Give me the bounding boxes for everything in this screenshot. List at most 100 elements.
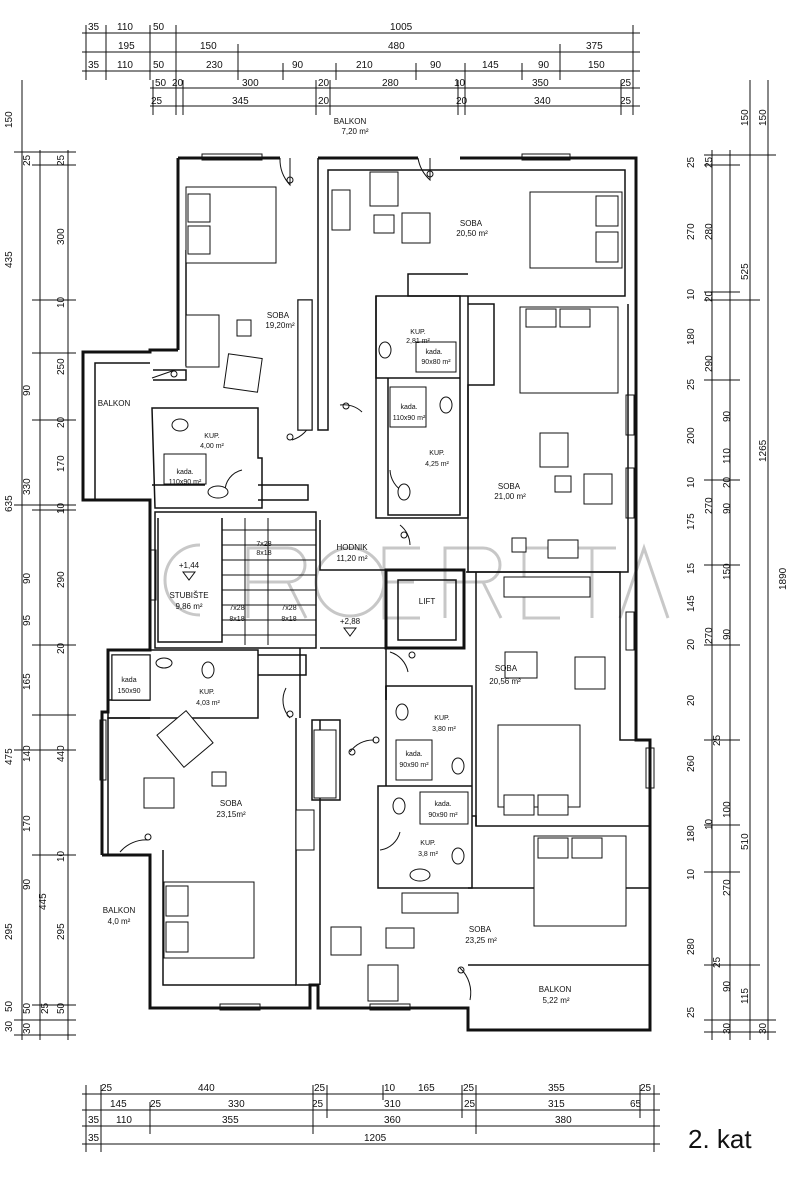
dim-top-4b: 20: [172, 78, 184, 89]
label-kup-f: KUP.: [420, 840, 435, 847]
dim-bot-3c: 355: [222, 1115, 239, 1126]
dim-bot-2b: 25: [150, 1099, 162, 1110]
dim-left-i10: 440: [56, 745, 67, 762]
furniture: [111, 171, 627, 1002]
dim-bot-2f: 25: [464, 1099, 476, 1110]
dim-top-4g: 350: [532, 78, 549, 89]
dim-right-m5: 90: [722, 410, 733, 422]
label-soba-r21: SOBA: [498, 482, 521, 491]
label-soba-r20: SOBA: [495, 664, 518, 673]
label-soba-tr: SOBA: [460, 219, 483, 228]
dim-top-3c: 50: [153, 60, 165, 71]
area-kada-e: 90x90 m²: [399, 762, 429, 769]
dim-right-m7: 20: [722, 476, 733, 488]
area-kup-c: 4,00 m²: [200, 443, 224, 450]
dim-top-2d: 375: [586, 41, 603, 52]
area-kada-c: 110x90 m²: [169, 479, 202, 486]
dim-top-1c: 50: [153, 22, 165, 33]
label-kup-e: KUP.: [434, 715, 449, 722]
dim-right-o2: 525: [740, 263, 751, 280]
dim-right-o4: 1890: [778, 567, 789, 590]
dim-left-m9: 90: [22, 878, 33, 890]
dim-top-1d: 1005: [390, 22, 413, 33]
area-kup-d: 4,03 m²: [196, 700, 220, 707]
dim-top-2b: 150: [200, 41, 217, 52]
dim-top-5f: 25: [620, 96, 632, 107]
area-kup-f: 3,8 m²: [418, 851, 439, 858]
dim-right-m11: 270: [704, 627, 715, 644]
label-kada-a: kada.: [425, 349, 442, 356]
dim-right-m10: 150: [722, 563, 733, 580]
dim-right-o3: 1265: [758, 439, 769, 462]
label-kada-c: kada.: [176, 469, 193, 476]
label-kup-d: KUP.: [199, 689, 214, 696]
dim-right-m12: 90: [722, 628, 733, 640]
label-balkon-br: BALKON: [539, 985, 572, 994]
floor-label: 2. kat: [688, 1124, 752, 1154]
dim-bot-3e: 380: [555, 1115, 572, 1126]
dim-left-m4: 90: [22, 572, 33, 584]
area-kada-d: 150x90: [118, 688, 141, 695]
dim-right-i12: 20: [686, 694, 697, 706]
area-balkon-br: 5,22 m²: [542, 996, 569, 1005]
stair-a-2: 8x18: [256, 550, 271, 557]
dim-left-o2: 435: [4, 251, 15, 268]
dim-top-2a: 195: [118, 41, 135, 52]
area-soba-r20: 20,56 m²: [489, 677, 521, 686]
dim-left-i8: 290: [56, 571, 67, 588]
dim-right-i14: 25: [712, 734, 723, 746]
dim-right-m6: 110: [722, 448, 733, 464]
dim-left-m6: 165: [22, 673, 33, 690]
dim-bot-3d: 360: [384, 1115, 401, 1126]
area-kup-b: 4,25 m²: [425, 461, 449, 468]
dim-right-m3: 20: [704, 290, 715, 302]
dim-bot-2e: 310: [384, 1099, 401, 1110]
area-kup-a: 2,81 m²: [406, 338, 430, 345]
dim-top-4d: 20: [318, 78, 330, 89]
dim-right-o5: 510: [740, 833, 751, 850]
dim-right-o7: 30: [758, 1022, 769, 1034]
dim-top-1b: 110: [117, 22, 133, 33]
dim-left-i12: 295: [56, 923, 67, 940]
stair-c-2: 8x18: [281, 616, 296, 623]
dim-left-m5: 95: [22, 614, 33, 626]
level-b: +2,88: [340, 617, 361, 626]
dim-top-3i: 90: [538, 60, 550, 71]
dim-top-5c: 20: [318, 96, 330, 107]
dim-bot-2d: 25: [312, 1099, 324, 1110]
dim-top-1a: 35: [88, 22, 100, 33]
dim-bot-1e: 165: [418, 1083, 435, 1094]
dim-top-5e: 340: [534, 96, 551, 107]
dim-right-i9: 15: [686, 562, 697, 574]
stair-c-1: 7x28: [281, 605, 296, 612]
dim-top-5b: 345: [232, 96, 249, 107]
dim-right-o1: 150: [740, 109, 751, 126]
label-kada-b: kada.: [400, 404, 417, 411]
dim-bot-4a: 35: [88, 1133, 100, 1144]
dim-right-i6: 200: [686, 427, 697, 444]
dim-right-i2: 270: [686, 223, 697, 240]
dim-bot-2a: 145: [110, 1099, 127, 1110]
label-soba-br: SOBA: [469, 925, 492, 934]
dim-bot-2h: 65: [630, 1099, 642, 1110]
dim-right-i13: 260: [686, 755, 697, 772]
dim-left-i1: 25: [56, 154, 67, 166]
dim-left-i3: 10: [56, 296, 67, 308]
dim-bot-2g: 315: [548, 1099, 565, 1110]
dim-left-i11: 10: [56, 850, 67, 862]
dim-top-3h: 145: [482, 60, 499, 71]
area-kada-a: 90x80 m²: [421, 359, 451, 366]
dim-left-o3: 635: [4, 495, 15, 512]
dim-right-i1: 25: [686, 156, 697, 168]
dim-left-i9: 20: [56, 642, 67, 654]
dim-bot-3b: 110: [116, 1115, 132, 1126]
dim-left-o4: 475: [4, 748, 15, 765]
dim-left-o5: 445: [38, 893, 49, 910]
stair-b-1: 7x28: [229, 605, 244, 612]
dim-left-i14: 50: [56, 1002, 67, 1014]
dim-right-m2: 280: [704, 223, 715, 240]
dim-left-m11: 30: [22, 1022, 33, 1034]
label-kada-d: kada: [121, 677, 136, 684]
dim-right-i17: 280: [686, 938, 697, 955]
